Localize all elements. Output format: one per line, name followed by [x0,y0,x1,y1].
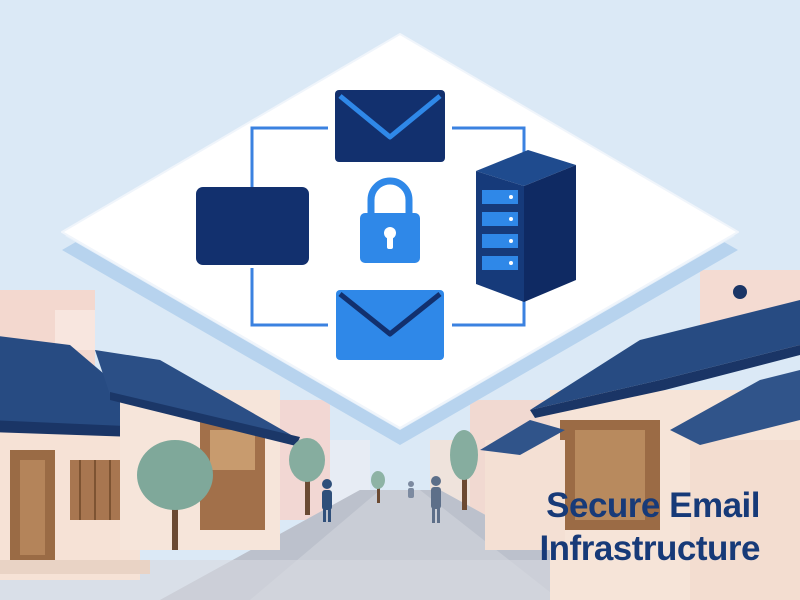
device-icon [196,187,309,265]
pedestrians [322,476,441,523]
headline-line-2: Infrastructure [539,529,760,568]
network-connectors [250,126,526,327]
padlock-icon [360,177,420,263]
headline: Secure Email Infrastructure [400,484,760,570]
right-houses [480,285,800,600]
trees [137,430,478,550]
left-houses [0,336,300,580]
envelope-icon [335,90,445,162]
headline-line-1: Secure Email [546,486,760,525]
server-icon [476,150,576,302]
envelope-icon [336,290,444,360]
